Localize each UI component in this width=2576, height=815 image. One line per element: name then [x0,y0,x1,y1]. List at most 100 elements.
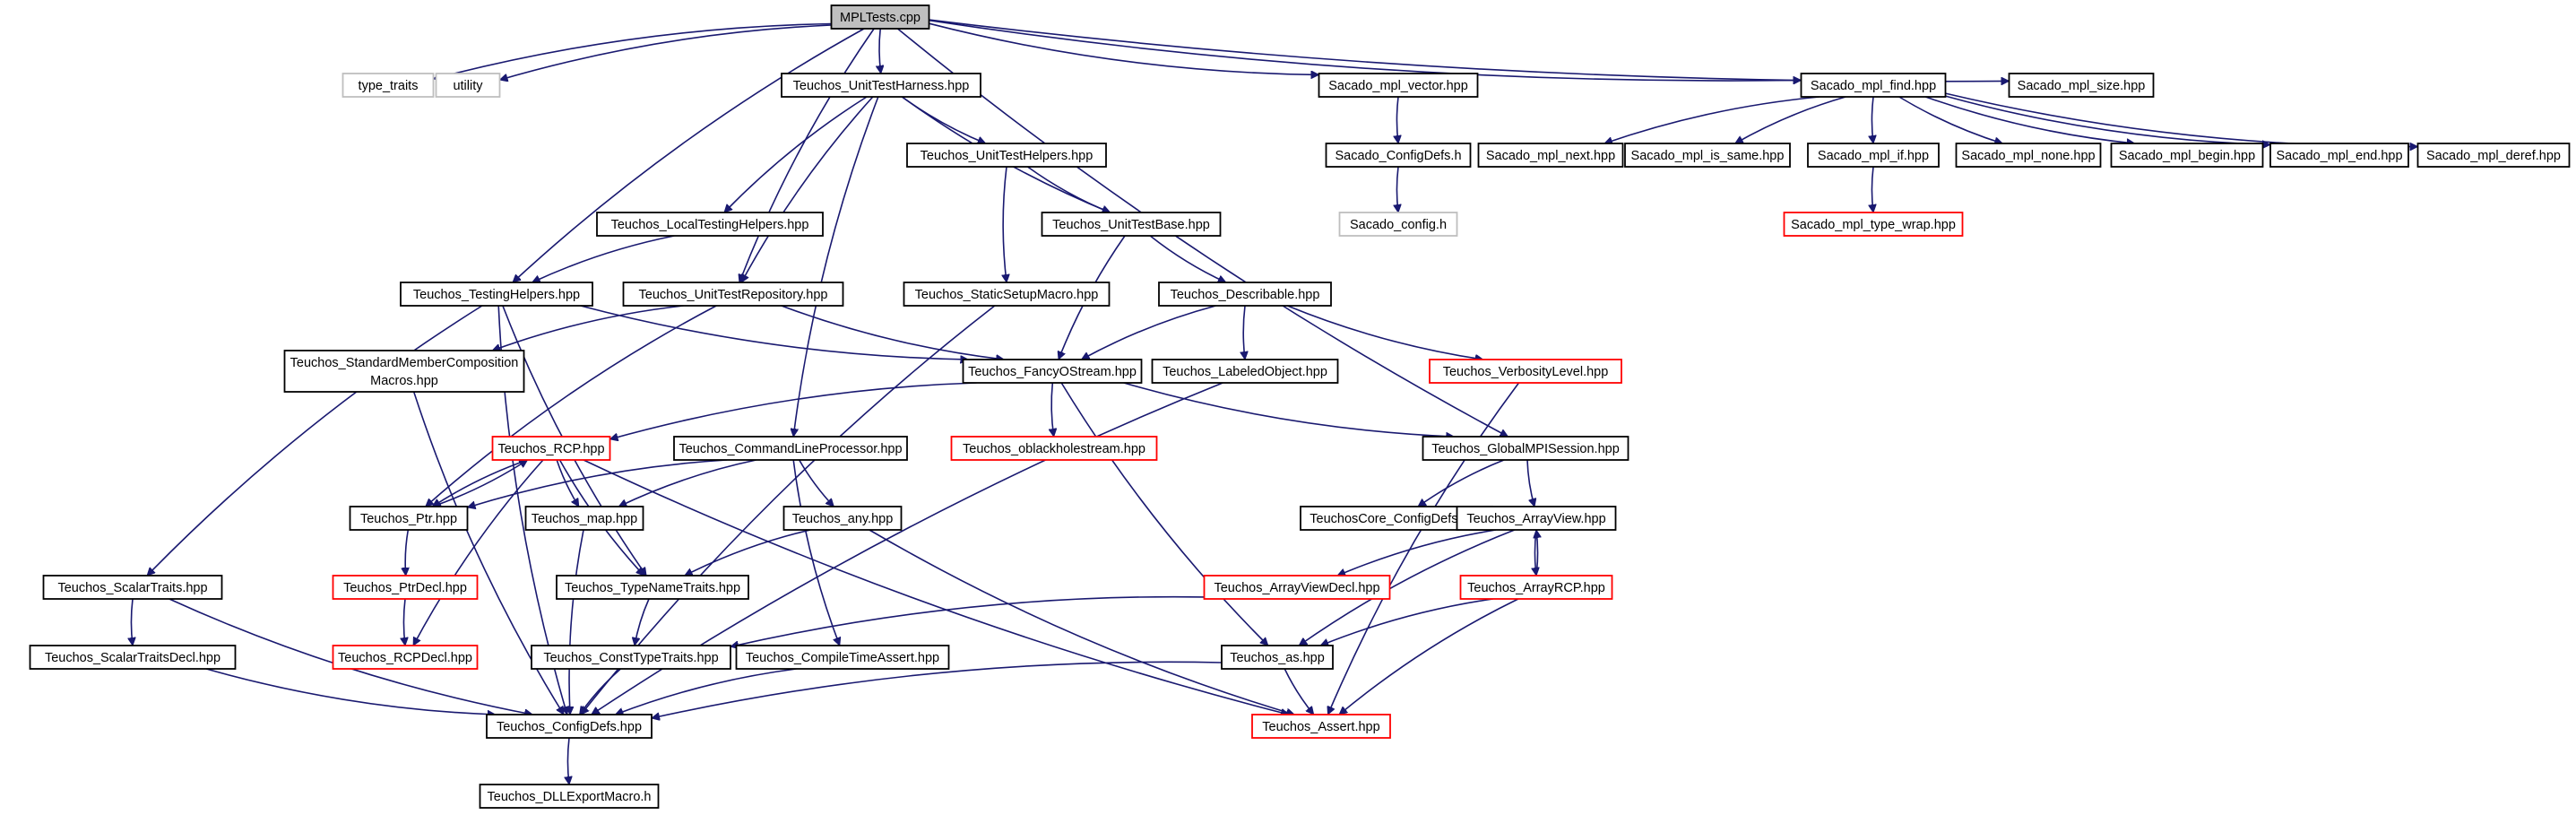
node-smcm[interactable]: Teuchos_StandardMemberCompositionMacros.… [283,350,525,393]
node-ptr[interactable]: Teuchos_Ptr.hpp [349,506,469,531]
edge-desc-to-vl [1286,305,1482,360]
node-label: Teuchos_RCPDecl.hpp [338,651,472,665]
edge-rcp-to-map [556,459,580,507]
node-type_traits[interactable]: type_traits [341,73,435,98]
edge-smv-to-scd [1396,96,1398,143]
node-label: Teuchos_UnitTestBase.hpp [1052,218,1210,232]
edge-any-to-assert [869,529,1294,715]
edge-line [1536,530,1538,577]
node-uth[interactable]: Teuchos_UnitTestHarness.hpp [781,73,981,98]
edge-smf-to-smis [1735,96,1846,144]
edge-as-to-assert [1284,668,1313,715]
edge-line [405,529,408,576]
node-label: Teuchos_DLLExportMacro.h [488,790,652,804]
node-arcp[interactable]: Teuchos_ArrayRCP.hpp [1459,575,1613,600]
node-std[interactable]: Teuchos_ScalarTraitsDecl.hpp [29,645,237,670]
node-ptrd[interactable]: Teuchos_PtrDecl.hpp [332,575,479,600]
node-label: MPLTests.cpp [840,11,921,25]
node-st[interactable]: Teuchos_ScalarTraits.hpp [42,575,223,600]
node-rcp[interactable]: Teuchos_RCP.hpp [491,436,611,461]
node-utb[interactable]: Teuchos_UnitTestBase.hpp [1041,212,1222,237]
edge-root-to-type_traits [434,22,832,80]
node-smis[interactable]: Sacado_mpl_is_same.hpp [1624,143,1791,168]
node-label: Sacado_mpl_find.hpp [1811,79,1936,93]
node-lth[interactable]: Teuchos_LocalTestingHelpers.hpp [596,212,824,237]
node-vl[interactable]: Teuchos_VerbosityLevel.hpp [1429,359,1622,384]
node-utility[interactable]: utility [435,73,501,98]
edge-line [799,459,834,507]
node-ssm[interactable]: Teuchos_StaticSetupMacro.hpp [903,282,1111,307]
node-av[interactable]: Teuchos_ArrayView.hpp [1456,506,1617,531]
edge-line [781,305,1004,360]
node-clp[interactable]: Teuchos_CommandLineProcessor.hpp [673,436,908,461]
edge-line [618,459,756,507]
node-cta[interactable]: Teuchos_CompileTimeAssert.hpp [735,645,950,670]
node-tnt[interactable]: Teuchos_TypeNameTraits.hpp [556,575,749,600]
node-avd[interactable]: Teuchos_ArrayViewDecl.hpp [1203,575,1391,600]
node-box [29,645,237,670]
edge-line [901,96,985,143]
node-sme[interactable]: Sacado_mpl_end.hpp [2269,143,2409,168]
node-label: Teuchos_StandardMemberComposition [290,356,519,370]
edge-line [1320,598,1493,646]
node-smtw[interactable]: Sacado_mpl_type_wrap.hpp [1783,212,1964,237]
edge-line [492,305,684,351]
node-map[interactable]: Teuchos_map.hpp [524,506,644,531]
node-label: Teuchos_ScalarTraits.hpp [57,581,207,595]
edge-root-to-smf [929,19,1802,81]
node-any[interactable]: Teuchos_any.hpp [782,506,903,531]
node-box [906,143,1107,168]
edge-line [468,459,728,507]
node-label: Teuchos_CompileTimeAssert.hpp [746,651,939,665]
node-rcpd[interactable]: Teuchos_RCPDecl.hpp [332,645,479,670]
node-label: Sacado_mpl_vector.hpp [1328,79,1468,93]
node-sms[interactable]: Sacado_mpl_size.hpp [2008,73,2155,98]
node-label: Sacado_mpl_size.hpp [2018,79,2146,93]
node-label: Teuchos_as.hpp [1230,651,1325,665]
node-utr[interactable]: Teuchos_UnitTestRepository.hpp [622,282,844,307]
node-label: Sacado_ConfigDefs.h [1335,149,1461,163]
node-label: Sacado_mpl_type_wrap.hpp [1791,218,1956,232]
node-scd[interactable]: Sacado_ConfigDefs.h [1325,143,1472,168]
node-lo[interactable]: Teuchos_LabeledObject.hpp [1151,359,1339,384]
edge-line [205,668,496,715]
node-box [332,575,479,600]
node-as[interactable]: Teuchos_as.hpp [1221,645,1334,670]
node-cd[interactable]: Teuchos_ConfigDefs.hpp [486,714,653,739]
node-label: Teuchos_TypeNameTraits.hpp [565,581,740,595]
node-label: Teuchos_ConstTypeTraits.hpp [543,651,718,665]
edge-utr-to-fos [781,305,1004,360]
node-fos[interactable]: Teuchos_FancyOStream.hpp [962,359,1143,384]
node-obh[interactable]: Teuchos_oblackholestream.hpp [950,436,1158,461]
node-box [1318,73,1479,98]
node-tth[interactable]: Teuchos_TestingHelpers.hpp [400,282,593,307]
node-label: Teuchos_any.hpp [792,512,894,526]
node-uthl[interactable]: Teuchos_UnitTestHelpers.hpp [906,143,1107,168]
node-smv[interactable]: Sacado_mpl_vector.hpp [1318,73,1479,98]
edge-uth-to-clp [793,96,879,437]
edge-cta-to-cd [616,668,797,715]
node-smd[interactable]: Sacado_mpl_deref.hpp [2416,143,2571,168]
node-smif[interactable]: Sacado_mpl_if.hpp [1807,143,1940,168]
node-box [2008,73,2155,98]
node-assert[interactable]: Teuchos_Assert.hpp [1251,714,1391,739]
node-dll[interactable]: Teuchos_DLLExportMacro.h [479,784,660,809]
node-sc[interactable]: Sacado_config.h [1338,212,1458,237]
node-box [1151,359,1339,384]
node-smb[interactable]: Sacado_mpl_begin.hpp [2110,143,2264,168]
node-label: Teuchos_CommandLineProcessor.hpp [679,442,902,456]
node-smf[interactable]: Sacado_mpl_find.hpp [1800,73,1947,98]
node-smn[interactable]: Sacado_mpl_next.hpp [1477,143,1624,168]
node-box [2269,143,2409,168]
node-root[interactable]: MPLTests.cpp [830,4,930,30]
node-box [950,436,1158,461]
node-gmpi[interactable]: Teuchos_GlobalMPISession.hpp [1422,436,1629,461]
node-ctt[interactable]: Teuchos_ConstTypeTraits.hpp [531,645,731,670]
edge-fos-to-rcp [610,382,977,439]
node-desc[interactable]: Teuchos_Describable.hpp [1158,282,1332,307]
node-box [1325,143,1472,168]
node-label: Teuchos_LabeledObject.hpp [1163,365,1327,379]
edge-line [1123,382,1454,437]
node-box [596,212,824,237]
node-smno[interactable]: Sacado_mpl_none.hpp [1955,143,2102,168]
